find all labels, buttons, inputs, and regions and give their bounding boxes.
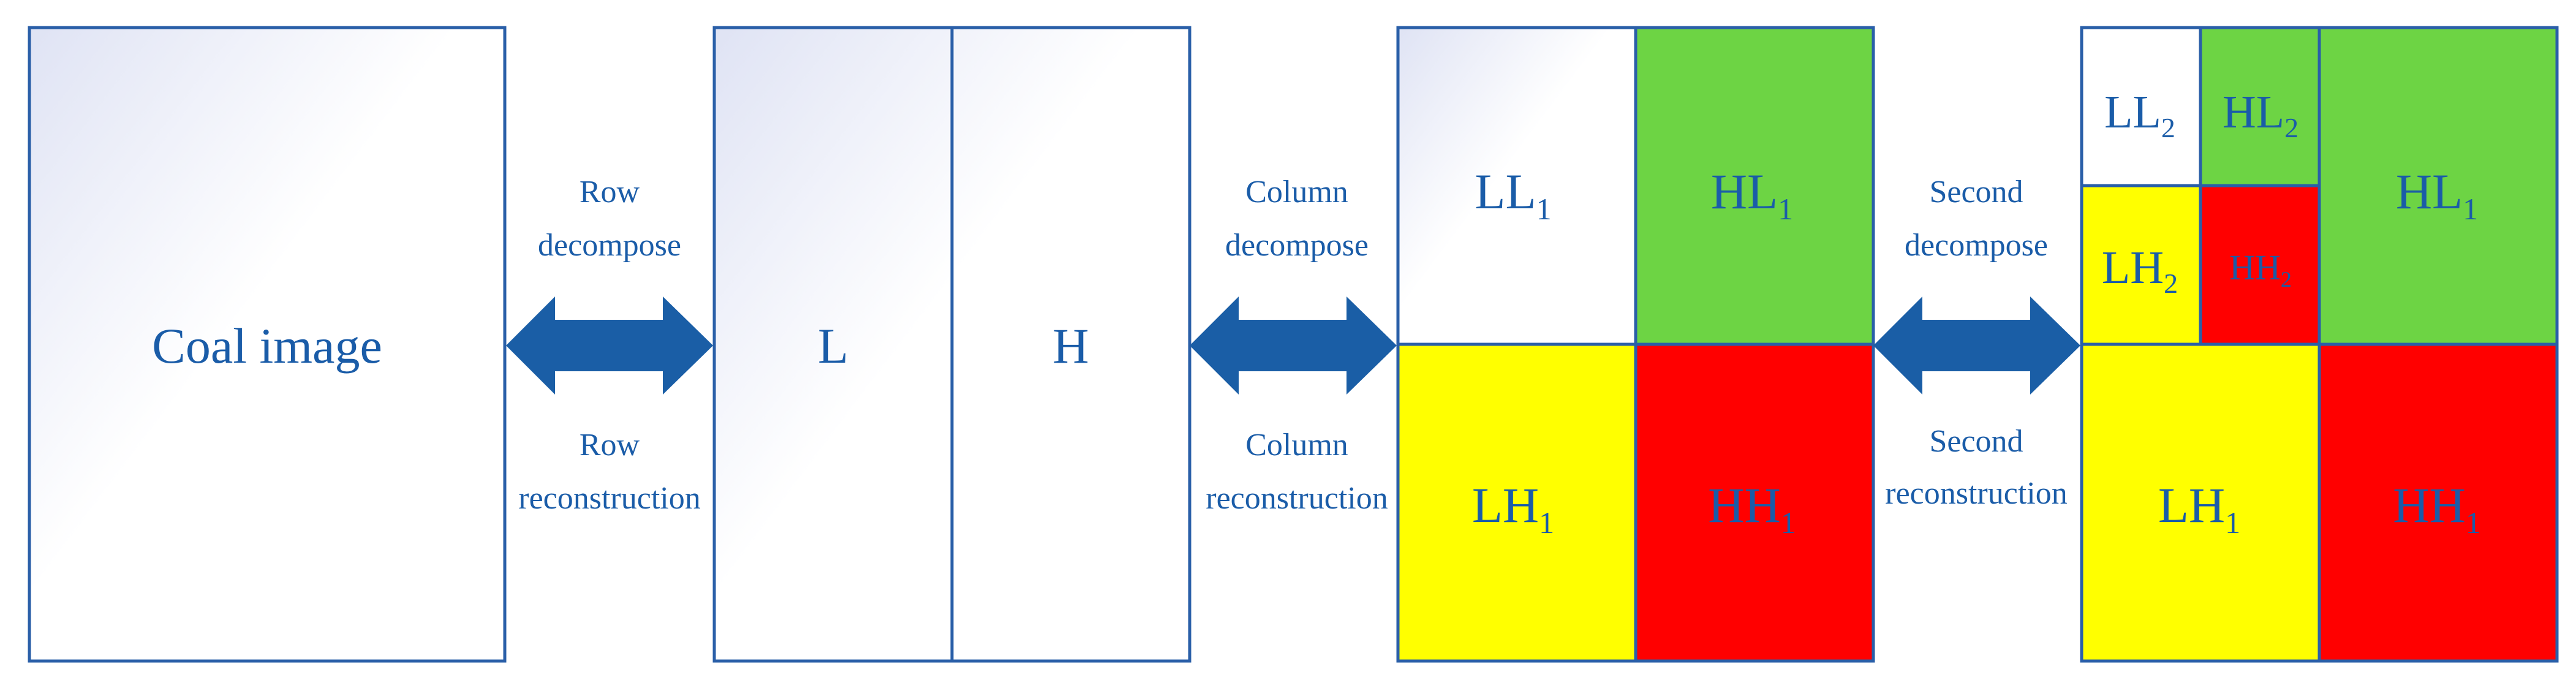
h-band-label: H <box>1052 318 1089 374</box>
hh1-cell <box>1634 342 1875 663</box>
lh1-label: LH1 <box>1472 477 1554 540</box>
double-arrow-icon <box>1190 297 1397 395</box>
column-decompose-line1: Column <box>1245 175 1348 210</box>
lh1-cell-level2 <box>2080 342 2321 663</box>
row-decompose-line2: decompose <box>538 228 681 263</box>
row-decompose-line1: Row <box>580 175 640 210</box>
hh2-label: HH2 <box>2229 248 2292 292</box>
coal-image-label: Coal image <box>152 318 382 374</box>
column-decompose-line2: decompose <box>1225 228 1369 263</box>
hl1-cell-level2 <box>2317 26 2559 346</box>
second-reconstruction-line1: Second <box>1929 424 2023 459</box>
row-reconstruction-line2: reconstruction <box>518 481 700 516</box>
ll2-cell <box>2080 26 2202 187</box>
hh1-label-level2: HH1 <box>2393 477 2480 540</box>
column-arrow: Column decompose Column reconstruction <box>1190 175 1397 516</box>
second-decompose-line1: Second <box>1929 175 2023 210</box>
column-reconstruction-line1: Column <box>1245 428 1348 463</box>
first-level-panel: LL1 HL1 LH1 HH1 <box>1396 26 1875 663</box>
row-reconstruction-line1: Row <box>580 428 640 463</box>
ll2-label: LL2 <box>2104 86 2175 143</box>
hl1-label: HL1 <box>1711 164 1793 226</box>
second-reconstruction-line2: reconstruction <box>1885 476 2067 511</box>
second-arrow: Second decompose Second reconstruction <box>1873 175 2080 511</box>
hh1-label: HH1 <box>1708 477 1796 540</box>
hl1-label-level2: HL1 <box>2396 164 2478 226</box>
second-level-panel: LL2 HL2 LH2 HH2 HL1 LH1 HH1 <box>2080 26 2559 663</box>
lh1-label-level2: LH1 <box>2158 477 2240 540</box>
hl1-cell <box>1634 26 1875 346</box>
l-band-label: L <box>818 318 848 374</box>
hl2-cell <box>2199 26 2321 187</box>
double-arrow-icon <box>1873 297 2080 395</box>
hl2-label: HL2 <box>2223 86 2298 143</box>
row-arrow: Row decompose Row reconstruction <box>506 175 713 516</box>
ll1-label: LL1 <box>1475 164 1551 226</box>
second-decompose-line2: decompose <box>1905 228 2048 263</box>
lh-split-panel: L H <box>712 26 1192 663</box>
lh2-label: LH2 <box>2102 242 2178 299</box>
column-reconstruction-line2: reconstruction <box>1206 481 1388 516</box>
double-arrow-icon <box>506 297 713 395</box>
hh1-cell-level2 <box>2317 342 2559 663</box>
coal-image-panel: Coal image <box>28 26 507 663</box>
